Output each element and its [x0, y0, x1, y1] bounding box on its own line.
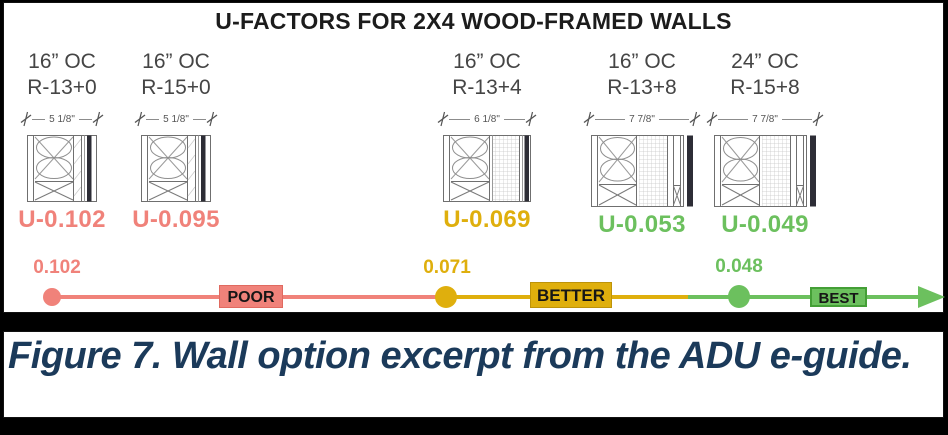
dimension-line: 7 7/8" [706, 110, 824, 128]
u-factor-value: U-0.095 [132, 206, 220, 233]
wall-section-drawing [713, 135, 816, 207]
dimension-tick-icon [689, 111, 701, 127]
dimension-text: 7 7/8" [752, 113, 778, 125]
stud-spacing-label: 16” OC [608, 50, 676, 73]
dimension-rule [781, 118, 813, 120]
r-value-label: R-15+0 [141, 76, 211, 99]
scale-value-poor: 0.102 [33, 257, 81, 278]
dimension-tick-icon [706, 111, 718, 127]
wall-option-r15-0: 16” OC R-15+0 5 1/8" [118, 49, 234, 234]
wall-option-r13-8: 16” OC R-13+8 7 7/8" [582, 49, 702, 239]
dimension-tick-icon [583, 111, 595, 127]
dimension-tick-icon [92, 111, 104, 127]
dimension-text: 7 7/8" [629, 113, 655, 125]
scale-dot-best [728, 285, 750, 308]
r-value-label: R-15+8 [730, 76, 800, 99]
stud-spacing-label: 16” OC [28, 50, 96, 73]
dimension-tick-icon [206, 111, 218, 127]
wall-option-r13-0: 16” OC R-13+0 5 1/8" [4, 49, 120, 234]
dimension-rule [718, 118, 749, 120]
stud-spacing-label: 24” OC [731, 50, 799, 73]
dimension-tick-icon [134, 111, 146, 127]
scale-dot-better [435, 286, 457, 308]
dimension-rule [78, 118, 93, 120]
dimension-rule [449, 118, 471, 120]
scale-arrow-icon [918, 286, 945, 308]
dimension-text: 5 1/8" [163, 113, 189, 125]
dimension-tick-icon [525, 111, 537, 127]
dimension-line: 7 7/8" [583, 110, 701, 128]
stud-spacing-label: 16” OC [453, 50, 521, 73]
wall-section-drawing [27, 135, 97, 202]
wall-option-r15-8: 24” OC R-15+8 7 7/8" [705, 49, 825, 239]
dimension-line: 5 1/8" [20, 110, 104, 128]
u-factor-value: U-0.069 [443, 206, 531, 233]
dimension-rule [32, 118, 46, 120]
diagram-panel: U-FACTORS FOR 2X4 WOOD-FRAMED WALLS 16” … [3, 2, 945, 313]
diagram-title: U-FACTORS FOR 2X4 WOOD-FRAMED WALLS [215, 8, 732, 34]
scale-value-best: 0.048 [715, 256, 763, 277]
dimension-tick-icon [437, 111, 449, 127]
stud-spacing-label: 16” OC [142, 50, 210, 73]
dimension-rule [503, 118, 526, 120]
dimension-line: 5 1/8" [134, 110, 218, 128]
scale-band-better: BETTER [530, 282, 612, 308]
u-factor-value: U-0.102 [18, 206, 106, 233]
figure-caption: Figure 7. Wall option excerpt from the A… [8, 335, 912, 377]
dimension-rule [658, 118, 690, 120]
dimension-rule [192, 118, 207, 120]
scale-band-best: BEST [810, 287, 867, 307]
scale-band-poor: POOR [219, 285, 283, 308]
caption-panel: Figure 7. Wall option excerpt from the A… [3, 331, 944, 418]
dimension-text: 6 1/8" [474, 113, 500, 125]
r-value-label: R-13+8 [607, 76, 677, 99]
dimension-line: 6 1/8" [437, 110, 537, 128]
dimension-rule [146, 118, 160, 120]
r-value-label: R-13+0 [27, 76, 97, 99]
dimension-tick-icon [20, 111, 32, 127]
u-factor-value: U-0.053 [598, 211, 686, 238]
wall-option-r13-4: 16” OC R-13+4 6 1/8" [429, 49, 545, 234]
dimension-text: 5 1/8" [49, 113, 75, 125]
dimension-rule [595, 118, 626, 120]
dimension-tick-icon [812, 111, 824, 127]
scale-value-better: 0.071 [423, 257, 471, 278]
r-value-label: R-13+4 [452, 76, 522, 99]
u-factor-value: U-0.049 [721, 211, 809, 238]
wall-section-drawing [590, 135, 693, 207]
wall-section-drawing [141, 135, 211, 202]
scale-segment-best [688, 295, 922, 299]
scale-dot-poor [43, 288, 61, 306]
wall-section-drawing [443, 135, 531, 202]
